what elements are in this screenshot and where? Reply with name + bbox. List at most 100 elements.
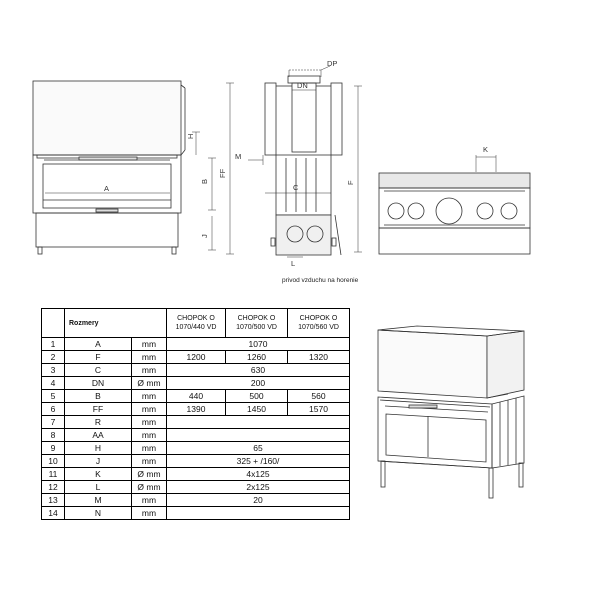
row-number-cell: 4 [41, 376, 65, 390]
shared-value-cell: 200 [166, 376, 350, 390]
dimension-name-cell: C [64, 363, 132, 377]
dimension-name-cell: AA [64, 428, 132, 442]
dim-label-m: M [235, 152, 241, 161]
shared-value-cell: 4x125 [166, 467, 350, 481]
dim-label-l: L [291, 259, 295, 268]
shared-value-cell [166, 506, 350, 520]
air-supply-caption: privod vzduchu na horenie [282, 277, 359, 284]
unit-cell: Ø mm [131, 467, 167, 481]
value-cell-3: 560 [287, 389, 350, 403]
row-number-cell: 7 [41, 415, 65, 429]
dim-label-j: J [200, 234, 209, 238]
dimension-name-cell: F [64, 350, 132, 364]
dimension-name-cell: M [64, 493, 132, 507]
shared-value-cell: 630 [166, 363, 350, 377]
value-cell-2: 500 [225, 389, 288, 403]
dim-label-dn: DN [297, 81, 308, 90]
row-number-cell: 14 [41, 506, 65, 520]
dimension-name-cell: DN [64, 376, 132, 390]
dimensions-table: Rozmery CHOPOK O 1070/440 VD CHOPOK O 10… [41, 308, 350, 520]
row-number-cell: 5 [41, 389, 65, 403]
dimension-name-cell: K [64, 467, 132, 481]
dimension-name-cell: R [64, 415, 132, 429]
dimension-name-cell: N [64, 506, 132, 520]
dim-label-a: A [104, 184, 109, 193]
shared-value-cell: 2x125 [166, 480, 350, 494]
row-number-cell: 10 [41, 454, 65, 468]
row-number-cell: 12 [41, 480, 65, 494]
value-cell-3: 1320 [287, 350, 350, 364]
front-view [32, 80, 234, 255]
unit-cell: mm [131, 428, 167, 442]
dim-label-b: B [200, 179, 209, 184]
shared-value-cell: 65 [166, 441, 350, 455]
row-number-cell: 11 [41, 467, 65, 481]
row-number-cell: 2 [41, 350, 65, 364]
column-header-2: CHOPOK O 1070/500 VD [225, 308, 288, 338]
dimension-name-cell: FF [64, 402, 132, 416]
unit-cell: mm [131, 402, 167, 416]
value-cell-1: 1200 [166, 350, 226, 364]
isometric-view [377, 325, 525, 499]
shared-value-cell: 20 [166, 493, 350, 507]
unit-cell: mm [131, 493, 167, 507]
unit-cell: mm [131, 337, 167, 351]
unit-cell: mm [131, 454, 167, 468]
unit-cell: mm [131, 350, 167, 364]
row-number-cell: 9 [41, 441, 65, 455]
value-cell-1: 1390 [166, 402, 226, 416]
top-view [378, 155, 531, 255]
dimension-name-cell: H [64, 441, 132, 455]
value-cell-2: 1450 [225, 402, 288, 416]
dim-label-dp: DP [327, 59, 337, 68]
unit-cell: mm [131, 506, 167, 520]
value-cell-2: 1260 [225, 350, 288, 364]
row-number-cell: 1 [41, 337, 65, 351]
column-header-3: CHOPOK O 1070/560 VD [287, 308, 350, 338]
row-number-cell: 6 [41, 402, 65, 416]
dim-label-f: F [346, 180, 355, 185]
row-number-cell: 3 [41, 363, 65, 377]
table-header-row: Rozmery CHOPOK O 1070/440 VD CHOPOK O 10… [41, 308, 350, 338]
dim-label-h: H [186, 134, 195, 139]
value-cell-3: 1570 [287, 402, 350, 416]
table-title: Rozmery [64, 308, 167, 338]
shared-value-cell: 1070 [166, 337, 350, 351]
column-header-1: CHOPOK O 1070/440 VD [166, 308, 226, 338]
dimension-name-cell: J [64, 454, 132, 468]
dimension-name-cell: L [64, 480, 132, 494]
dimension-name-cell: A [64, 337, 132, 351]
shared-value-cell [166, 415, 350, 429]
unit-cell: Ø mm [131, 376, 167, 390]
unit-cell: mm [131, 415, 167, 429]
dim-label-c: C [293, 183, 299, 192]
header-empty-cell [41, 308, 65, 338]
unit-cell: mm [131, 389, 167, 403]
unit-cell: mm [131, 363, 167, 377]
row-number-cell: 8 [41, 428, 65, 442]
dim-label-k: K [483, 145, 488, 154]
row-number-cell: 13 [41, 493, 65, 507]
shared-value-cell [166, 428, 350, 442]
side-view [248, 65, 362, 258]
unit-cell: Ø mm [131, 480, 167, 494]
dimension-name-cell: B [64, 389, 132, 403]
shared-value-cell: 325 + /160/ [166, 454, 350, 468]
unit-cell: mm [131, 441, 167, 455]
dim-label-ff: FF [218, 168, 227, 178]
